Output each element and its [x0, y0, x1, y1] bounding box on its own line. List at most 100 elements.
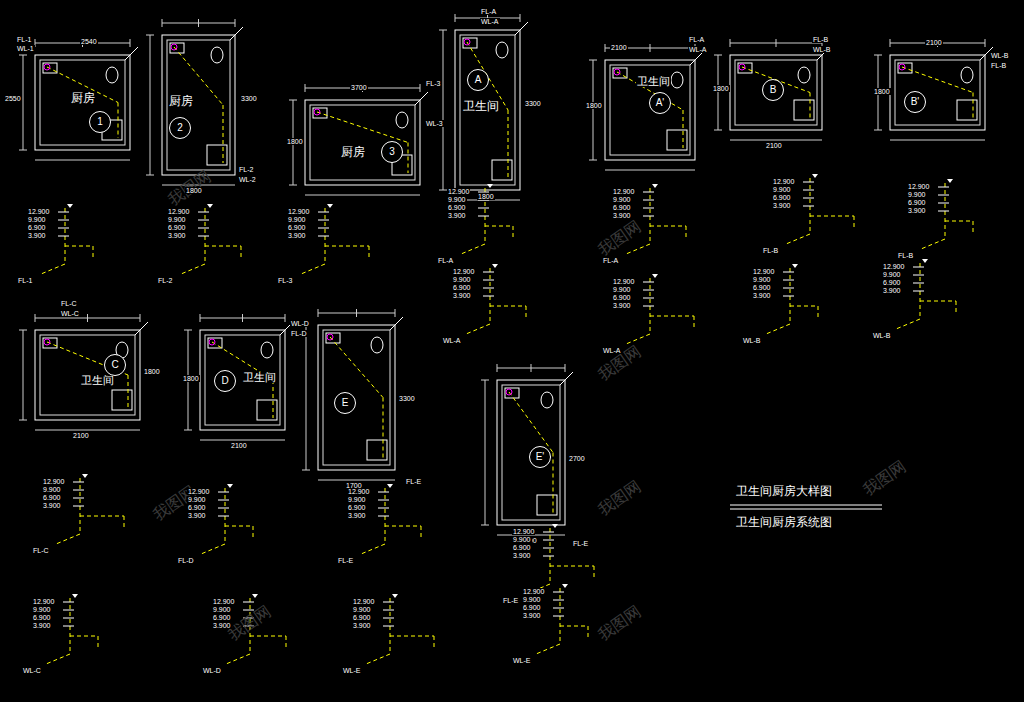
- vent-cap: [487, 184, 493, 188]
- annotation: 3.900: [32, 622, 52, 629]
- room-label: 卫生间: [462, 100, 500, 112]
- dimension-tick: [520, 14, 521, 22]
- level-tick: [58, 228, 69, 229]
- level-tick: [243, 602, 254, 603]
- marker-text: D: [221, 376, 228, 386]
- level-tick: [198, 228, 209, 229]
- annotation: 9.900: [347, 496, 367, 503]
- dimension-tick: [776, 39, 777, 47]
- branch-pipe: [434, 636, 435, 648]
- level-tick: [478, 216, 489, 217]
- branch-pipe: [626, 244, 650, 254]
- annotation: 6.900: [522, 604, 542, 611]
- annotation: 1800: [477, 193, 495, 200]
- drain-pipe: [973, 93, 974, 119]
- annotation: 12.900: [447, 188, 470, 195]
- level-tick: [478, 208, 489, 209]
- annotation: 3.900: [347, 512, 367, 519]
- annotation: WL-A: [688, 46, 708, 53]
- annotation: 3.900: [452, 292, 472, 299]
- toilet-symbol: [671, 72, 683, 88]
- sink-symbol: [463, 38, 477, 48]
- level-tick: [543, 532, 554, 533]
- annotation: 6.900: [752, 284, 772, 291]
- wall-outline: [730, 55, 822, 130]
- annotation: 12.900: [42, 478, 65, 485]
- toilet-symbol: [106, 67, 118, 83]
- leader-line: [125, 47, 138, 60]
- branch-pipe: [124, 516, 125, 528]
- annotation: 12.900: [452, 268, 475, 275]
- annotation: 3.900: [752, 292, 772, 299]
- fixture: [207, 145, 227, 165]
- leader-line: [390, 317, 403, 330]
- drain-pipe: [273, 380, 274, 418]
- annotation: FL-E: [337, 557, 354, 564]
- dimension-tick: [605, 44, 606, 52]
- vent-cap: [227, 484, 233, 488]
- annotation: 9.900: [522, 596, 542, 603]
- annotation: 9.900: [612, 196, 632, 203]
- level-tick: [913, 291, 924, 292]
- level-tick: [58, 236, 69, 237]
- branch-pipe: [626, 334, 650, 344]
- dimension-line: [35, 430, 140, 431]
- dimension-line: [318, 480, 395, 481]
- room-label: 卫生间: [80, 375, 115, 386]
- annotation: 3.900: [287, 232, 307, 239]
- level-tick: [58, 212, 69, 213]
- annotation: 6.900: [187, 504, 207, 511]
- sink-symbol: [313, 108, 327, 118]
- level-tick: [378, 516, 389, 517]
- annotation: 9.900: [752, 276, 772, 283]
- dimension-tick: [481, 380, 489, 381]
- marker-text: E: [342, 398, 349, 408]
- dimension-tick: [235, 19, 236, 27]
- annotation: WL-E: [512, 657, 532, 664]
- branch-pipe: [686, 226, 687, 238]
- level-tick: [383, 610, 394, 611]
- annotation: 3700: [350, 84, 368, 91]
- branch-pipe: [973, 221, 974, 233]
- annotation: 1800: [286, 138, 304, 145]
- dimension-tick: [565, 364, 566, 372]
- annotation: 3.900: [882, 287, 902, 294]
- level-tick: [378, 492, 389, 493]
- branch-pipe: [369, 246, 370, 258]
- fixture: [794, 100, 814, 120]
- level-tick: [318, 236, 329, 237]
- level-tick: [383, 626, 394, 627]
- annotation: WL-A: [442, 337, 462, 344]
- annotation: 9.900: [512, 536, 532, 543]
- vent-cap: [792, 264, 798, 268]
- branch-pipe: [205, 246, 241, 247]
- vent-cap: [652, 274, 658, 278]
- annotation: 6.900: [452, 284, 472, 291]
- dimension-tick: [289, 185, 297, 186]
- dimension-line: [305, 195, 420, 196]
- annotation: FL-D: [177, 557, 195, 564]
- annotation: 6.900: [352, 614, 372, 621]
- branch-pipe: [513, 226, 514, 238]
- annotation: 9.900: [187, 496, 207, 503]
- dimension-tick: [162, 19, 163, 27]
- dimension-tick: [198, 19, 199, 27]
- annotation: 3.900: [27, 232, 47, 239]
- drain-pipe: [553, 453, 554, 514]
- level-tick: [73, 490, 84, 491]
- level-tick: [783, 280, 794, 281]
- floor-drain: [327, 334, 333, 340]
- branch-pipe: [390, 636, 434, 637]
- dimension-tick: [200, 314, 201, 322]
- annotation: 9.900: [42, 486, 62, 493]
- level-tick: [643, 192, 654, 193]
- branch-pipe: [98, 636, 99, 648]
- annotation: FL-B: [990, 62, 1007, 69]
- branch-pipe: [325, 246, 369, 247]
- marker-text: A': [656, 98, 665, 108]
- dimension-tick: [497, 364, 498, 372]
- level-tick: [803, 190, 814, 191]
- toilet-symbol: [798, 67, 810, 83]
- level-tick: [483, 280, 494, 281]
- dimension-tick: [714, 55, 722, 56]
